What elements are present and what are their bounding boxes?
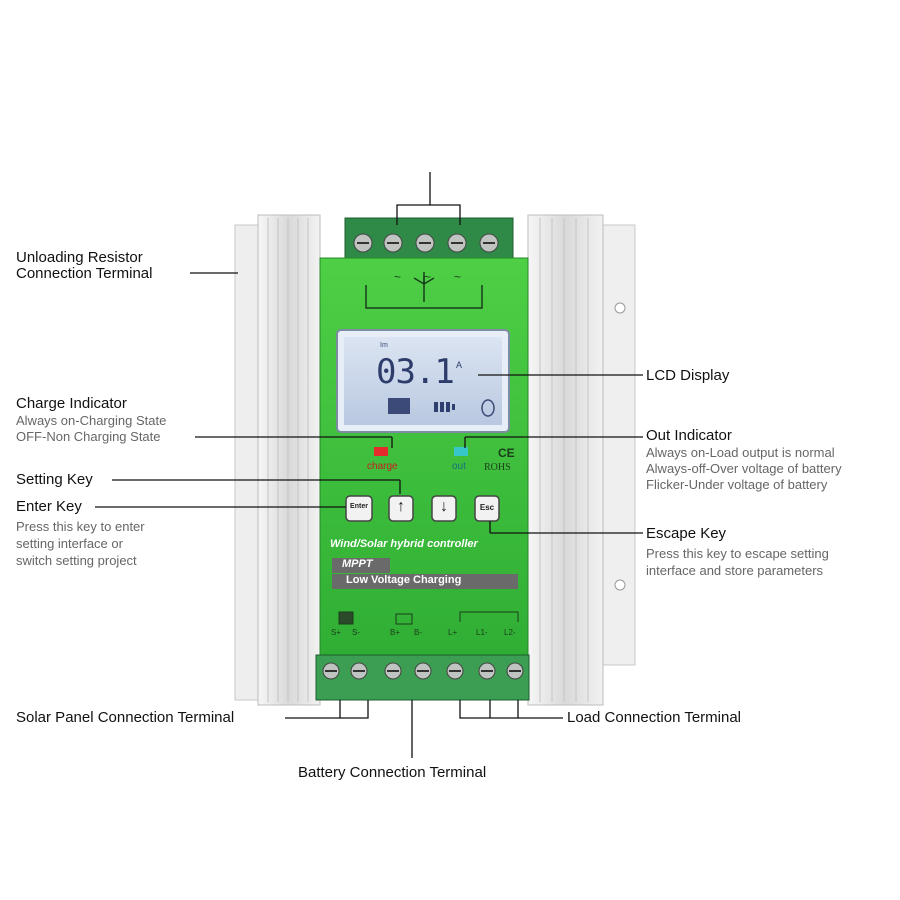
out-led (454, 447, 468, 456)
callout-solar-title: Solar Panel Connection Terminal (16, 709, 235, 726)
terminal-label-s-plus: S+ (331, 628, 342, 637)
banner-mppt: MPPT (342, 558, 373, 570)
lcd-battery-icon (434, 402, 455, 412)
lcd-bulb-icon (481, 399, 495, 417)
low-voltage-stripe (332, 574, 518, 589)
banner-title: Wind/Solar hybrid controller (330, 538, 478, 550)
mount-hole-bottom (614, 579, 626, 591)
callout-charge-desc2: OFF-Non Charging State (16, 429, 161, 444)
terminal-label-l1-minus: L1- (476, 628, 488, 637)
callout-unloading-line1: Unloading Resistor (16, 249, 143, 266)
lcd-reading: 03.1 (376, 352, 455, 392)
callout-enter-desc3: switch setting project (16, 553, 137, 568)
callout-out-desc1: Always on-Load output is normal (646, 445, 835, 460)
left-heatsink (257, 214, 321, 706)
callout-out-desc2: Always-off-Over voltage of battery (646, 461, 842, 476)
terminal-label-b-minus: B- (414, 628, 422, 637)
key-buttons (345, 495, 500, 522)
callout-escape-desc2: interface and store parameters (646, 563, 824, 578)
ce-mark: CE (498, 446, 515, 460)
left-back-plate (234, 224, 262, 701)
callout-unloading-line2: Connection Terminal (16, 265, 153, 282)
terminal-label-b-plus: B+ (390, 628, 401, 637)
callout-escape-desc1: Press this key to escape setting (646, 546, 829, 561)
lcd-solar-icon (388, 398, 410, 414)
callout-charge-title: Charge Indicator (16, 395, 127, 412)
terminal-icons (338, 611, 519, 625)
callout-escape-title: Escape Key (646, 525, 727, 542)
callout-enter-desc1: Press this key to enter (16, 519, 145, 534)
callout-lcd-title: LCD Display (646, 367, 730, 384)
callout-battery-title: Battery Connection Terminal (298, 764, 487, 781)
terminal-label-l2-minus: L2- (504, 628, 516, 637)
green-face-panel (319, 257, 529, 659)
wind-symbol-left: ~ (394, 270, 402, 284)
charge-led (374, 447, 388, 456)
lcd-small-label: Im (380, 342, 388, 349)
bottom-terminal-screws (322, 662, 524, 680)
charge-led-label: charge (367, 461, 398, 472)
esc-key[interactable]: Esc (479, 503, 495, 512)
out-led-label: out (452, 461, 466, 472)
down-key[interactable]: ↓ (440, 498, 448, 515)
right-heatsink (527, 214, 604, 706)
right-back-plate (599, 224, 636, 666)
terminal-label-l-plus: L+ (448, 628, 458, 637)
wind-turbine-symbol (365, 272, 483, 309)
wind-symbol-right: ~ (454, 270, 462, 284)
mppt-stripe (332, 558, 390, 573)
callout-enter-desc2: setting interface or (16, 536, 123, 551)
callout-enter-title: Enter Key (16, 498, 82, 515)
wind-symbol-mid: ~ (424, 270, 432, 284)
heatsink-fins (267, 218, 589, 702)
callout-load-title: Load Connection Terminal (567, 709, 742, 726)
terminal-label-s-minus: S- (352, 628, 360, 637)
up-key[interactable]: ↑ (397, 498, 405, 515)
callout-charge-desc1: Always on-Charging State (16, 413, 167, 428)
banner-low-voltage: Low Voltage Charging (346, 574, 462, 586)
rohs-mark: ROHS (484, 462, 511, 473)
callout-out-desc3: Flicker-Under voltage of battery (646, 477, 828, 492)
top-terminal-screws (353, 233, 499, 253)
lcd-screen (344, 337, 502, 425)
callout-out-title: Out Indicator (646, 427, 732, 444)
lcd-unit: A (456, 360, 463, 370)
leader-lines (95, 172, 643, 758)
callout-setting-title: Setting Key (16, 471, 93, 488)
mount-hole-top (614, 302, 626, 314)
enter-key[interactable]: Enter (350, 503, 368, 510)
